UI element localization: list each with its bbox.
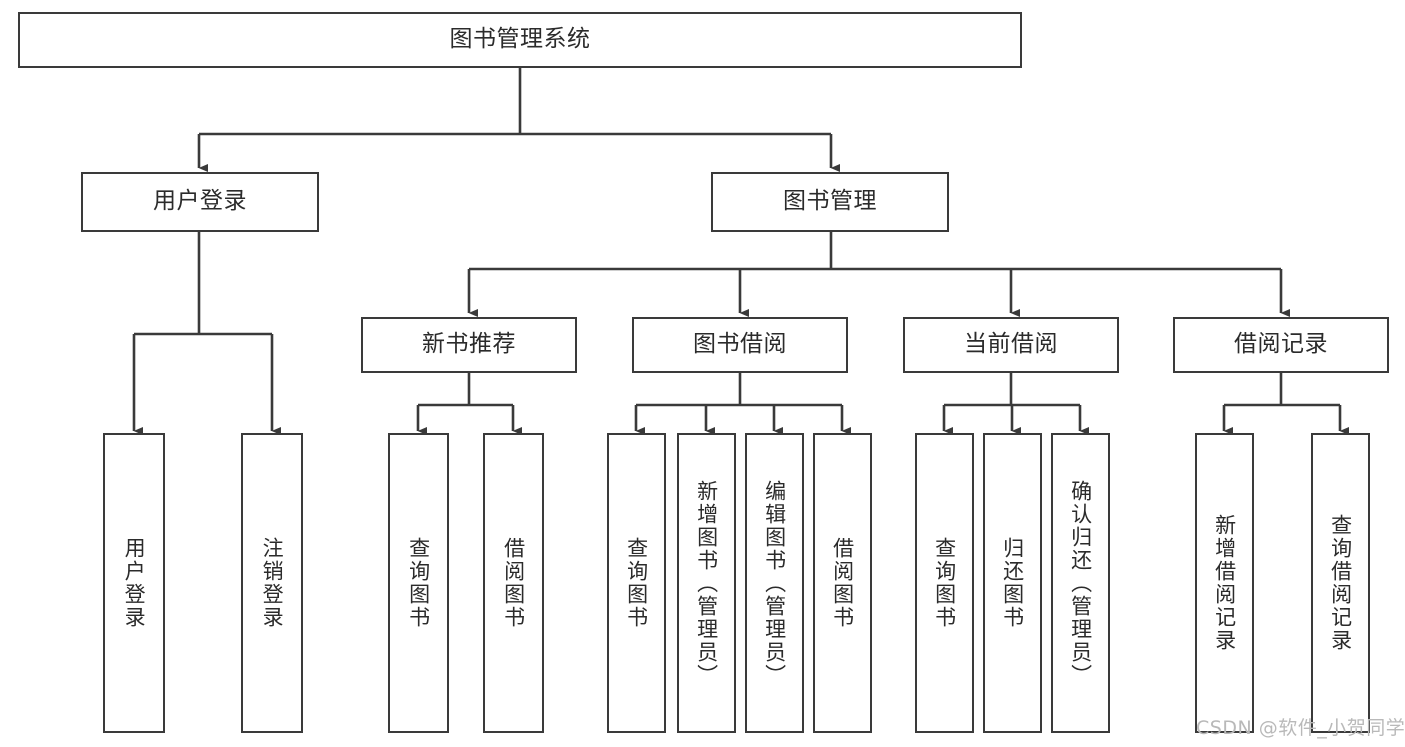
csdn-watermark: CSDN @软件_小贺同学 [1196, 717, 1405, 739]
leaf-cb-return-book[interactable]: 归还图书 [983, 433, 1042, 733]
leaf-bb-edit-book[interactable]: 编辑图书（管理员） [745, 433, 804, 733]
node-label: 借阅记录 [1234, 331, 1328, 358]
node-label: 查询借阅记录 [1328, 514, 1353, 652]
node-label: 用户登录 [122, 537, 147, 629]
node-user-login[interactable]: 用户登录 [81, 172, 319, 232]
node-label: 图书管理系统 [449, 26, 591, 53]
node-label: 查询图书 [932, 537, 957, 629]
leaf-nb-query-book[interactable]: 查询图书 [388, 433, 449, 733]
leaf-cb-query-book[interactable]: 查询图书 [915, 433, 974, 733]
leaf-br-add-record[interactable]: 新增借阅记录 [1195, 433, 1254, 733]
leaf-bb-query-book[interactable]: 查询图书 [607, 433, 666, 733]
leaf-logout[interactable]: 注销登录 [241, 433, 303, 733]
node-label: 查询图书 [624, 537, 649, 629]
node-root-system[interactable]: 图书管理系统 [18, 12, 1022, 68]
node-label: 图书借阅 [693, 331, 787, 358]
node-borrow-record[interactable]: 借阅记录 [1173, 317, 1389, 373]
node-new-book-recommend[interactable]: 新书推荐 [361, 317, 577, 373]
node-label: 确认归还（管理员） [1068, 479, 1093, 687]
node-label: 新书推荐 [422, 331, 516, 358]
leaf-nb-borrow-book[interactable]: 借阅图书 [483, 433, 544, 733]
leaf-br-query-record[interactable]: 查询借阅记录 [1311, 433, 1370, 733]
node-book-borrow[interactable]: 图书借阅 [632, 317, 848, 373]
node-label: 借阅图书 [830, 537, 855, 629]
node-label: 图书管理 [783, 188, 877, 215]
node-label: 新增图书（管理员） [694, 479, 719, 687]
node-current-borrow[interactable]: 当前借阅 [903, 317, 1119, 373]
leaf-bb-borrow-book[interactable]: 借阅图书 [813, 433, 872, 733]
node-label: 用户登录 [153, 188, 247, 215]
node-label: 归还图书 [1000, 537, 1025, 629]
leaf-bb-add-book[interactable]: 新增图书（管理员） [677, 433, 736, 733]
leaf-user-login[interactable]: 用户登录 [103, 433, 165, 733]
node-label: 编辑图书（管理员） [762, 479, 787, 687]
node-book-management[interactable]: 图书管理 [711, 172, 949, 232]
leaf-cb-confirm-return[interactable]: 确认归还（管理员） [1051, 433, 1110, 733]
node-label: 查询图书 [406, 537, 431, 629]
node-label: 当前借阅 [964, 331, 1058, 358]
node-label: 新增借阅记录 [1212, 514, 1237, 652]
node-label: 注销登录 [260, 537, 285, 629]
node-label: 借阅图书 [501, 537, 526, 629]
